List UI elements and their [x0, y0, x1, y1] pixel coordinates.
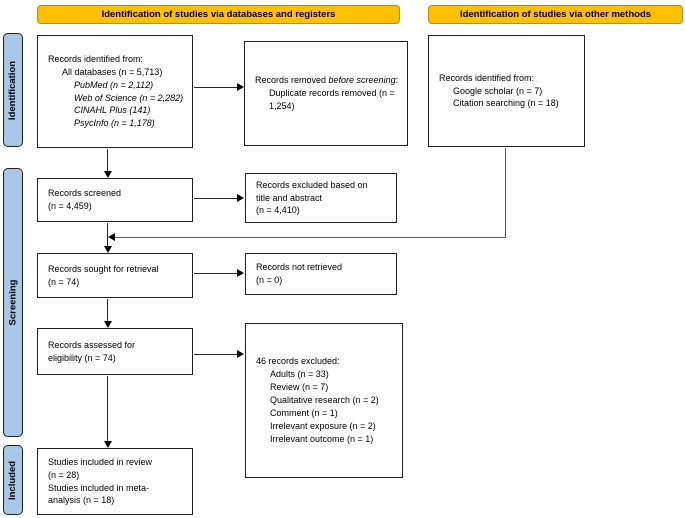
arrow-identified-to-removed	[194, 87, 237, 89]
header-other-methods: Identification of studies via other meth…	[428, 5, 683, 24]
other-source: Citation searching (n = 18)	[453, 98, 559, 109]
records-assessed-eligibility-box: Records assessed for eligibility (n = 74…	[37, 328, 193, 375]
box-line: (n = 0)	[256, 275, 283, 285]
box-line: Records not retrieved	[256, 262, 343, 273]
arrowhead-down-icon	[103, 440, 112, 448]
database-source: CINAHL Plus (141)	[74, 105, 151, 116]
box-line: (n = 74)	[48, 276, 80, 287]
box-line: Studies included in meta-	[48, 482, 150, 493]
box-line: All databases (n = 5,713)	[62, 66, 163, 77]
arrow-screened-to-excluded	[194, 198, 237, 200]
records-screened-box: Records screened (n = 4,459)	[37, 178, 193, 222]
exclusion-reason: Adults (n = 33)	[270, 369, 329, 380]
arrowhead-down-icon	[103, 320, 112, 328]
header-label: Identification of studies via other meth…	[459, 9, 652, 20]
arrowhead-left-icon	[108, 232, 115, 241]
box-line: Records removed before screening:	[255, 75, 399, 86]
exclusion-reason: Qualitative research (n = 2)	[270, 395, 379, 406]
exclusion-reason: Irrelevant exposure (n = 2)	[270, 420, 376, 431]
arrowhead-down-icon	[103, 171, 112, 178]
stage-label: Included	[7, 460, 19, 500]
box-line: (n = 4,410)	[256, 205, 300, 216]
records-removed-box: Records removed before screening: Duplic…	[244, 41, 408, 146]
box-line: (n = 4,459)	[48, 201, 92, 211]
box-line: Records screened	[48, 188, 122, 199]
arrow-sought-to-assessed	[107, 299, 109, 321]
arrowhead-right-icon	[236, 83, 244, 92]
arrow-identified-to-screened	[107, 149, 109, 172]
records-excluded-eligibility-box: 46 records excluded: Adults (n = 33) Rev…	[245, 323, 403, 478]
arrowhead-right-icon	[236, 350, 244, 359]
records-identified-databases-box: Records identified from: All databases (…	[37, 35, 193, 148]
connector-other-methods-vertical	[505, 148, 507, 238]
box-line: 46 records excluded:	[256, 356, 340, 367]
exclusion-reason: Irrelevant outcome (n = 1)	[270, 433, 374, 444]
arrow-sought-to-not-retrieved	[194, 273, 237, 275]
arrowhead-right-icon	[236, 269, 244, 278]
records-identified-other-box: Records identified from: Google scholar …	[428, 35, 585, 147]
stage-label: Screening	[7, 279, 19, 326]
box-line: analysis (n = 18)	[48, 495, 115, 506]
exclusion-reason: Comment (n = 1)	[270, 407, 338, 418]
records-excluded-title-abstract-box: Records excluded based on title and abst…	[245, 173, 397, 223]
stage-included: Included	[3, 445, 23, 515]
database-source: PsycInfo (n = 1,178)	[74, 118, 155, 129]
box-line: title and abstract	[256, 192, 323, 203]
box-line: Duplicate records removed (n = 1,254)	[269, 88, 395, 111]
box-line: Studies included in review	[48, 456, 153, 467]
header-databases-registers: Identification of studies via databases …	[37, 5, 400, 24]
arrow-assessed-to-excluded	[194, 354, 237, 356]
database-source: Web of Science (n = 2,282)	[74, 92, 184, 103]
arrow-screened-to-sought	[107, 223, 109, 246]
studies-included-box: Studies included in review (n = 28) Stud…	[37, 448, 193, 515]
arrowhead-right-icon	[236, 194, 244, 203]
exclusion-reason: Review (n = 7)	[270, 382, 329, 393]
box-line: (n = 28)	[48, 469, 80, 480]
database-source: PubMed (n = 2,112)	[74, 79, 154, 90]
box-line: Records excluded based on	[256, 179, 368, 190]
box-line: Records sought for retrieval	[48, 263, 159, 274]
box-line: eligibility (n = 74)	[48, 352, 116, 363]
stage-screening: Screening	[3, 168, 23, 437]
stage-label: Identification	[7, 60, 19, 120]
header-label: Identification of studies via databases …	[101, 9, 336, 20]
stage-identification: Identification	[3, 33, 23, 147]
connector-other-methods-horizontal	[114, 236, 506, 238]
box-line: Records assessed for	[48, 339, 136, 350]
box-line: Records identified from:	[48, 53, 144, 64]
records-not-retrieved-box: Records not retrieved (n = 0)	[245, 253, 397, 295]
box-line: Records identified from:	[439, 72, 535, 83]
arrowhead-down-icon	[103, 245, 112, 253]
other-source: Google scholar (n = 7)	[453, 85, 543, 96]
records-sought-retrieval-box: Records sought for retrieval (n = 74)	[37, 253, 193, 298]
arrow-assessed-to-included	[107, 376, 109, 441]
